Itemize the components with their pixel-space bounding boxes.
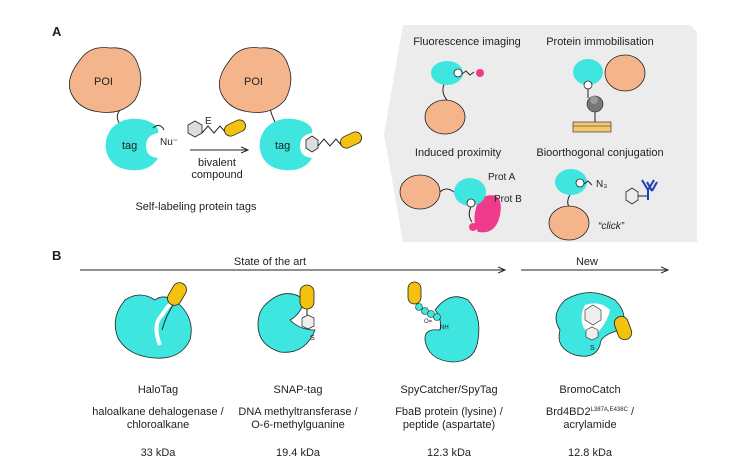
desc-main: Brd4BD2 — [546, 406, 591, 418]
panel-a-label: A — [52, 24, 62, 39]
tag-desc-line2: chloroalkane — [127, 419, 189, 431]
svg-text:O=: O= — [424, 319, 433, 325]
tag-desc-line1: FbaB protein (lysine) / — [395, 406, 504, 418]
azide-label: N₃ — [596, 179, 607, 190]
desc-tail: / — [628, 406, 635, 418]
tag-mass: 12.3 kDa — [427, 447, 472, 459]
bivalent-compound: E — [187, 116, 246, 138]
prot-a-blob — [454, 178, 486, 206]
tag-desc-line2: peptide (aspartate) — [403, 419, 495, 431]
proximity-illustration: Prot A Prot B — [399, 172, 522, 233]
tag-blob — [105, 118, 159, 171]
poi-label: POI — [94, 76, 113, 88]
tag-name: BromoCatch — [559, 384, 620, 396]
fluorescence-illustration — [424, 61, 484, 135]
poi-tag-construct-labeled: POI tag — [218, 47, 362, 171]
svg-text:S: S — [590, 345, 595, 352]
state-of-art-label: State of the art — [234, 256, 306, 268]
nucleophile-label: Nu⁻ — [160, 137, 178, 148]
panel-b-label: B — [52, 248, 61, 263]
tag-mass: 12.8 kDa — [568, 447, 613, 459]
electrophile-label: E — [205, 116, 212, 127]
spycatcher-illustration: O= NH — [407, 281, 480, 363]
tag-name: SpyCatcher/SpyTag — [400, 384, 497, 396]
cyclooctyne-icon — [625, 187, 639, 205]
tag-mass: 19.4 kDa — [276, 447, 321, 459]
app-bioorthogonal-title: Bioorthogonal conjugation — [536, 147, 663, 159]
antibody-icon — [641, 179, 658, 200]
tag-mass: 33 kDa — [141, 447, 177, 459]
tag-label: tag — [122, 140, 137, 152]
tag-label-bromocatch: BromoCatch Brd4BD2L387A,E438C / acrylami… — [546, 384, 635, 459]
tag-desc-line2: acrylamide — [563, 419, 616, 431]
click-label: “click” — [598, 221, 625, 232]
bioorthogonal-illustration: N₃ “click” — [548, 169, 658, 241]
immobilisation-illustration — [572, 54, 646, 133]
halotag-illustration — [114, 282, 192, 359]
payload-icon — [224, 119, 246, 137]
payload-icon — [340, 131, 362, 149]
surface-icon — [572, 121, 612, 133]
desc-superscript: L387A,E438C — [591, 407, 629, 413]
prot-a-label: Prot A — [488, 172, 516, 183]
new-label: New — [576, 256, 598, 268]
tag-label-snap-tag: SNAP-tag DNA methyltransferase / O-6-met… — [238, 384, 358, 459]
bromocatch-illustration: S — [555, 292, 633, 357]
svg-text:NH: NH — [440, 325, 449, 331]
panel-a-caption: Self-labeling protein tags — [135, 201, 257, 213]
app-fluorescence-title: Fluorescence imaging — [413, 36, 521, 48]
applications-panel — [384, 25, 697, 242]
ring-icon — [187, 120, 203, 138]
snap-tag-illustration: S — [257, 284, 316, 353]
poi-blob — [218, 47, 292, 113]
prot-b-blob — [474, 195, 501, 233]
tag-blob — [259, 118, 313, 171]
tag-desc-line1: haloalkane dehalogenase / — [92, 406, 224, 418]
arrow-label-2: compound — [191, 169, 242, 181]
tag-desc-line1: DNA methyltransferase / — [238, 406, 358, 418]
tag-label-spycatcher: SpyCatcher/SpyTag FbaB protein (lysine) … — [395, 384, 504, 459]
poi-tag-construct-unlabeled: POI tag Nu⁻ — [68, 47, 178, 171]
tag-label-halotag: HaloTag haloalkane dehalogenase / chloro… — [92, 384, 224, 459]
arrow-label-1: bivalent — [198, 157, 236, 169]
tag-desc-line2: O-6-methylguanine — [251, 419, 345, 431]
app-immobilisation-title: Protein immobilisation — [546, 36, 654, 48]
dye-icon — [476, 69, 484, 77]
svg-text:S: S — [310, 335, 315, 342]
tag-desc-line1: Brd4BD2L387A,E438C / — [546, 406, 635, 418]
poi-blob — [68, 47, 142, 113]
prot-b-label: Prot B — [494, 194, 522, 205]
tag-name: SNAP-tag — [274, 384, 323, 396]
app-proximity-title: Induced proximity — [415, 147, 502, 159]
tag-label: tag — [275, 140, 290, 152]
poi-label: POI — [244, 76, 263, 88]
tag-name: HaloTag — [138, 384, 178, 396]
